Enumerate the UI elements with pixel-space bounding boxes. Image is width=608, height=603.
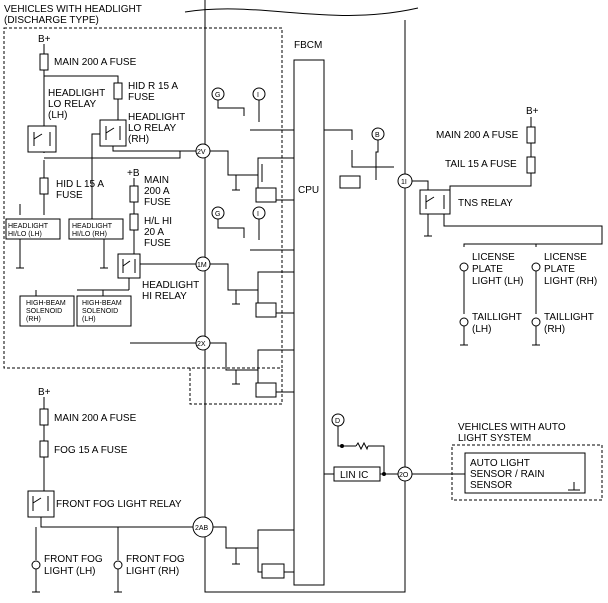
- main-200-fuse-top: [39, 53, 49, 71]
- driver-block-1: [255, 187, 277, 203]
- tns-relay: [419, 189, 451, 215]
- headlight-group-frame: [3, 27, 283, 369]
- headlight-group-label: VEHICLES WITH HEADLIGHT(DISCHARGE TYPE): [4, 4, 142, 26]
- driver-block-4: [261, 563, 285, 579]
- main-200-fuse-mid: [129, 185, 139, 203]
- marker-g-1-label: G: [215, 92, 220, 99]
- license-lh-lamp: [459, 262, 469, 272]
- main-200-fuse-top-label: MAIN 200 A FUSE: [54, 57, 137, 68]
- bplus-label-top: B+: [38, 34, 51, 45]
- main-200-fuse-bottom: [39, 408, 49, 426]
- marker-b-label: B: [375, 132, 380, 139]
- marker-i-1: [252, 87, 266, 101]
- auto-light-group-frame: [451, 444, 603, 501]
- hid-r-fuse: [113, 82, 123, 100]
- driver-block-3: [255, 382, 277, 398]
- driver-block-2: [255, 302, 277, 318]
- license-rh-lamp: [531, 262, 541, 272]
- marker-i-1-label: I: [257, 92, 259, 99]
- hi-relay: [117, 253, 141, 279]
- fog-fuse: [39, 440, 49, 458]
- terminal-2X-label: 2X: [197, 341, 206, 348]
- fog-fuse-label: FOG 15 A FUSE: [54, 445, 128, 456]
- taillight-lh-lamp: [459, 317, 469, 327]
- marker-d-label: D: [335, 418, 340, 425]
- marker-i-2-label: I: [257, 211, 259, 218]
- terminal-2AB-label: 2AB: [195, 525, 209, 532]
- tns-driver-block: [339, 175, 361, 189]
- hilo-rh-load: [68, 218, 124, 240]
- lin-resistor: [355, 441, 369, 451]
- bplus-label-right: B+: [526, 106, 539, 117]
- hl-hi-fuse: [129, 213, 139, 231]
- hid-l-fuse: [39, 177, 49, 195]
- fog-lh-lamp: [31, 560, 41, 570]
- front-fog-relay: [27, 490, 55, 518]
- lo-relay-rh: [99, 119, 127, 147]
- terminal-1M-label: 1M: [197, 262, 207, 269]
- terminal-2O-label: 2O: [399, 472, 409, 479]
- taillight-rh-lamp: [531, 317, 541, 327]
- solenoid-rh-load: [19, 295, 75, 327]
- terminal-2V-label: 2V: [197, 149, 206, 156]
- tail-fuse: [526, 156, 536, 174]
- plus-b-label: +B: [127, 168, 140, 179]
- lo-relay-lh: [27, 125, 57, 153]
- main-200-fuse-right-label: MAIN 200 A FUSE: [436, 130, 519, 141]
- front-fog-relay-label: FRONT FOG LIGHT RELAY: [56, 499, 182, 510]
- taillight-rh-label: TAILLIGHT(RH): [544, 312, 594, 335]
- terminal-1I-label: 1I: [401, 179, 407, 186]
- marker-g-2-label: G: [215, 211, 220, 218]
- hilo-lh-load: [5, 218, 61, 240]
- fbcm-label: FBCM: [294, 40, 322, 51]
- solenoid-lh-load: [76, 295, 132, 327]
- bplus-label-bottom: B+: [38, 387, 51, 398]
- auto-light-sensor: [464, 452, 586, 494]
- tns-relay-label: TNS RELAY: [458, 198, 513, 209]
- headlight-group-extension: [189, 368, 283, 405]
- main-200-fuse-right: [526, 126, 536, 144]
- cpu-block: [293, 59, 325, 586]
- tail-fuse-label: TAIL 15 A FUSE: [445, 159, 517, 170]
- lin-ic-label: LIN IC: [340, 470, 368, 481]
- cpu-label: CPU: [298, 185, 319, 196]
- main-200-fuse-bottom-label: MAIN 200 A FUSE: [54, 413, 137, 424]
- fbcm-housing-top-break: [184, 7, 419, 16]
- fbcm-housing-left: [204, 0, 406, 593]
- marker-i-2: [252, 206, 266, 220]
- taillight-lh-label: TAILLIGHT(LH): [472, 312, 522, 335]
- fog-rh-lamp: [113, 560, 123, 570]
